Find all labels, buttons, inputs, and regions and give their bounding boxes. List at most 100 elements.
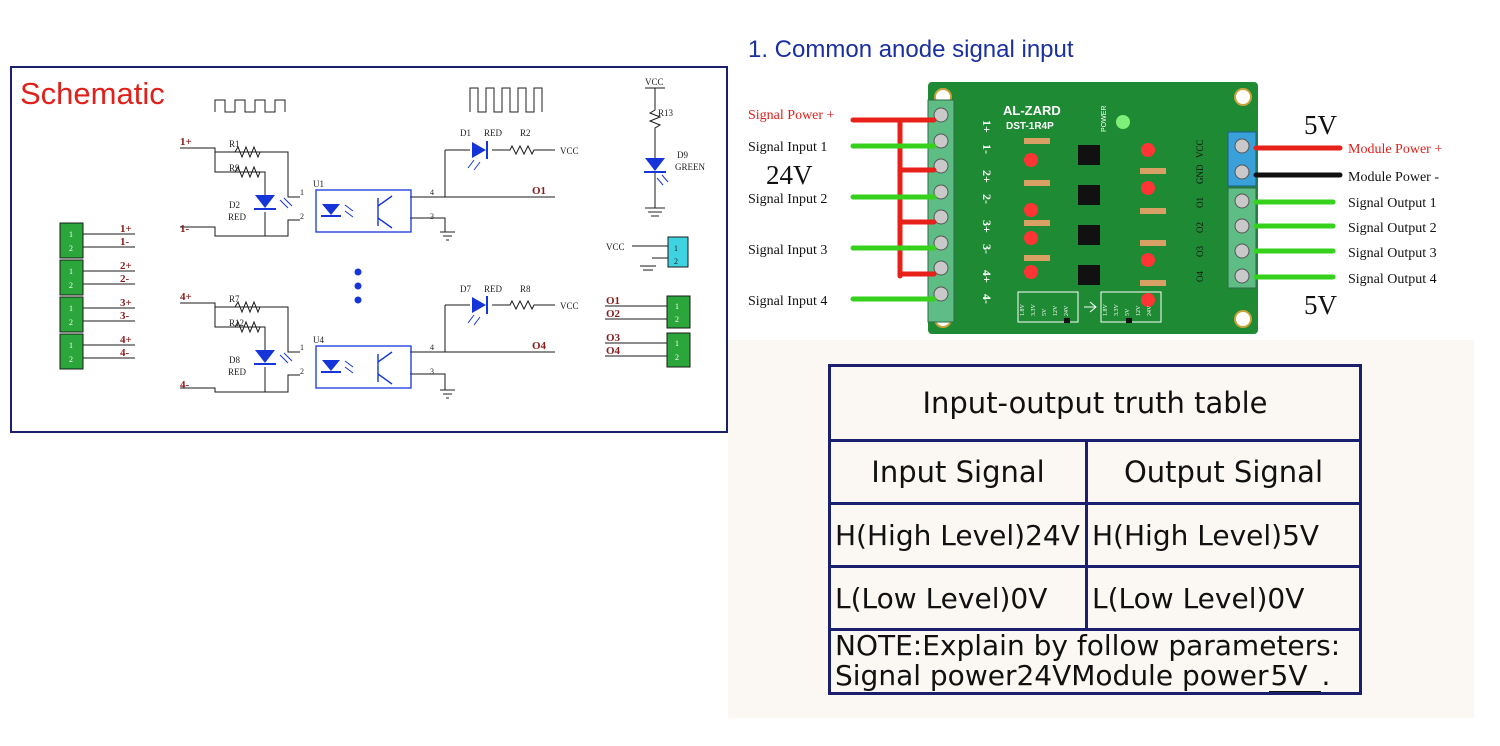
svg-text:3+: 3+	[980, 220, 994, 233]
table-cell-input-high: H(High Level)24V	[828, 502, 1088, 568]
module-voltage-bottom: 5V	[1304, 290, 1338, 320]
svg-text:1: 1	[69, 267, 73, 276]
svg-text:1: 1	[674, 244, 678, 253]
svg-text:POWER: POWER	[1101, 106, 1108, 132]
svg-text:1: 1	[300, 343, 304, 352]
svg-text:R13: R13	[658, 108, 674, 118]
channel-4-circuit: 4+ 4- R7 R12 D8 RED U4 1 2 4 3 D7 RED R8…	[180, 284, 579, 399]
svg-text:RED: RED	[228, 212, 247, 222]
svg-text:Signal Input 3: Signal Input 3	[748, 243, 827, 258]
note-line-2: Signal power24VModule power5V.	[835, 659, 1331, 692]
svg-text:3-: 3-	[120, 310, 130, 322]
truth-table-title: Input-output truth table	[828, 364, 1362, 442]
svg-text:R8: R8	[520, 284, 531, 294]
svg-text:24V: 24V	[1064, 305, 1070, 316]
svg-text:2: 2	[300, 367, 304, 376]
svg-text:R7: R7	[229, 294, 240, 304]
svg-text:O4: O4	[1195, 271, 1205, 282]
module-voltage-top: 5V	[1304, 110, 1338, 140]
svg-text:VCC: VCC	[645, 77, 664, 87]
svg-text:2: 2	[69, 281, 73, 290]
svg-text:3.3V: 3.3V	[1114, 304, 1120, 317]
svg-text:2: 2	[69, 244, 73, 253]
svg-text:O4: O4	[532, 340, 547, 352]
svg-text:4: 4	[430, 188, 434, 197]
svg-text:AL-ZARD: AL-ZARD	[1003, 103, 1061, 118]
svg-text:12V: 12V	[1053, 305, 1059, 316]
svg-text:1: 1	[675, 339, 679, 348]
svg-text:4-: 4-	[180, 379, 190, 391]
svg-text:1: 1	[69, 304, 73, 313]
svg-text:D8: D8	[229, 355, 240, 365]
svg-text:4+: 4+	[180, 291, 192, 303]
svg-text:2-: 2-	[120, 273, 130, 285]
svg-text:R1: R1	[229, 139, 240, 149]
vcc-connector: 1 2 VCC	[606, 236, 689, 271]
svg-text:1-: 1-	[180, 223, 190, 235]
svg-text:R9: R9	[229, 163, 240, 173]
power-indicator-circuit: VCC R13 D9 GREEN	[644, 77, 705, 217]
svg-text:1-: 1-	[120, 236, 130, 248]
svg-text:4-: 4-	[980, 294, 994, 304]
svg-text:1: 1	[69, 341, 73, 350]
table-cell-input-low: L(Low Level)0V	[828, 565, 1088, 631]
svg-text:2: 2	[675, 315, 679, 324]
svg-text:12V: 12V	[1136, 305, 1142, 316]
svg-text:O2: O2	[606, 308, 621, 320]
svg-text:2-: 2-	[980, 194, 994, 204]
svg-text:RED: RED	[228, 367, 247, 377]
svg-text:O1: O1	[606, 295, 620, 307]
svg-text:O2: O2	[1195, 222, 1205, 233]
svg-text:Signal Output 4: Signal Output 4	[1348, 272, 1437, 287]
svg-text:VCC: VCC	[606, 242, 625, 252]
svg-text:2: 2	[674, 257, 678, 266]
svg-text:2+: 2+	[120, 260, 132, 272]
svg-text:1+: 1+	[180, 136, 192, 148]
svg-text:GND: GND	[1195, 164, 1205, 184]
svg-text:U1: U1	[313, 179, 324, 189]
svg-text:1+: 1+	[120, 223, 132, 235]
svg-text:R2: R2	[520, 128, 531, 138]
svg-text:Module Power +: Module Power +	[1348, 142, 1442, 157]
svg-text:D7: D7	[460, 284, 471, 294]
svg-text:1.8V: 1.8V	[1020, 304, 1026, 317]
svg-text:Signal Output 3: Signal Output 3	[1348, 246, 1437, 261]
svg-text:RED: RED	[484, 128, 503, 138]
svg-text:5V: 5V	[1042, 308, 1048, 316]
svg-text:Signal Output 1: Signal Output 1	[1348, 196, 1437, 211]
input-terminal-blocks: 12 12 12 12 1+ 1- 2+ 2- 3+ 3- 4+ 4-	[59, 222, 135, 370]
svg-text:D9: D9	[677, 150, 688, 160]
channel-1-circuit: 1+ 1- R1 R9 D2 RED U1 1 2 4 3 D1 RED R2 …	[180, 128, 579, 241]
svg-text:GREEN: GREEN	[675, 162, 705, 172]
svg-text:4: 4	[430, 343, 434, 352]
column-header-output: Output Signal	[1085, 439, 1362, 505]
svg-text:4+: 4+	[980, 270, 994, 283]
svg-text:DST-1R4P: DST-1R4P	[1006, 121, 1054, 132]
svg-text:O3: O3	[1195, 246, 1205, 257]
svg-text:O1: O1	[1195, 197, 1205, 208]
svg-text:2: 2	[300, 212, 304, 221]
column-header-input: Input Signal	[828, 439, 1088, 505]
svg-text:O3: O3	[606, 332, 621, 344]
svg-text:3+: 3+	[120, 297, 132, 309]
svg-text:1+: 1+	[980, 120, 994, 133]
svg-text:2+: 2+	[980, 170, 994, 183]
wiring-section-title: 1. Common anode signal input	[748, 36, 1074, 63]
svg-text:24V: 24V	[1147, 305, 1153, 316]
signal-power-label: Signal Power +	[748, 108, 835, 123]
table-cell-output-high: H(High Level)5V	[1085, 502, 1362, 568]
svg-text:1-: 1-	[980, 144, 994, 154]
svg-text:VCC: VCC	[560, 146, 579, 156]
svg-text:RED: RED	[484, 284, 503, 294]
svg-text:1: 1	[675, 302, 679, 311]
svg-text:2: 2	[675, 353, 679, 362]
svg-text:4-: 4-	[120, 347, 130, 359]
svg-text:Signal Input 4: Signal Input 4	[748, 294, 827, 309]
svg-text:Signal Output 2: Signal Output 2	[1348, 221, 1437, 236]
svg-text:3-: 3-	[980, 244, 994, 254]
signal-voltage: 24V	[766, 160, 813, 190]
svg-text:O4: O4	[606, 345, 621, 357]
svg-text:D1: D1	[460, 128, 471, 138]
svg-text:D2: D2	[229, 200, 240, 210]
svg-text:U4: U4	[313, 335, 324, 345]
